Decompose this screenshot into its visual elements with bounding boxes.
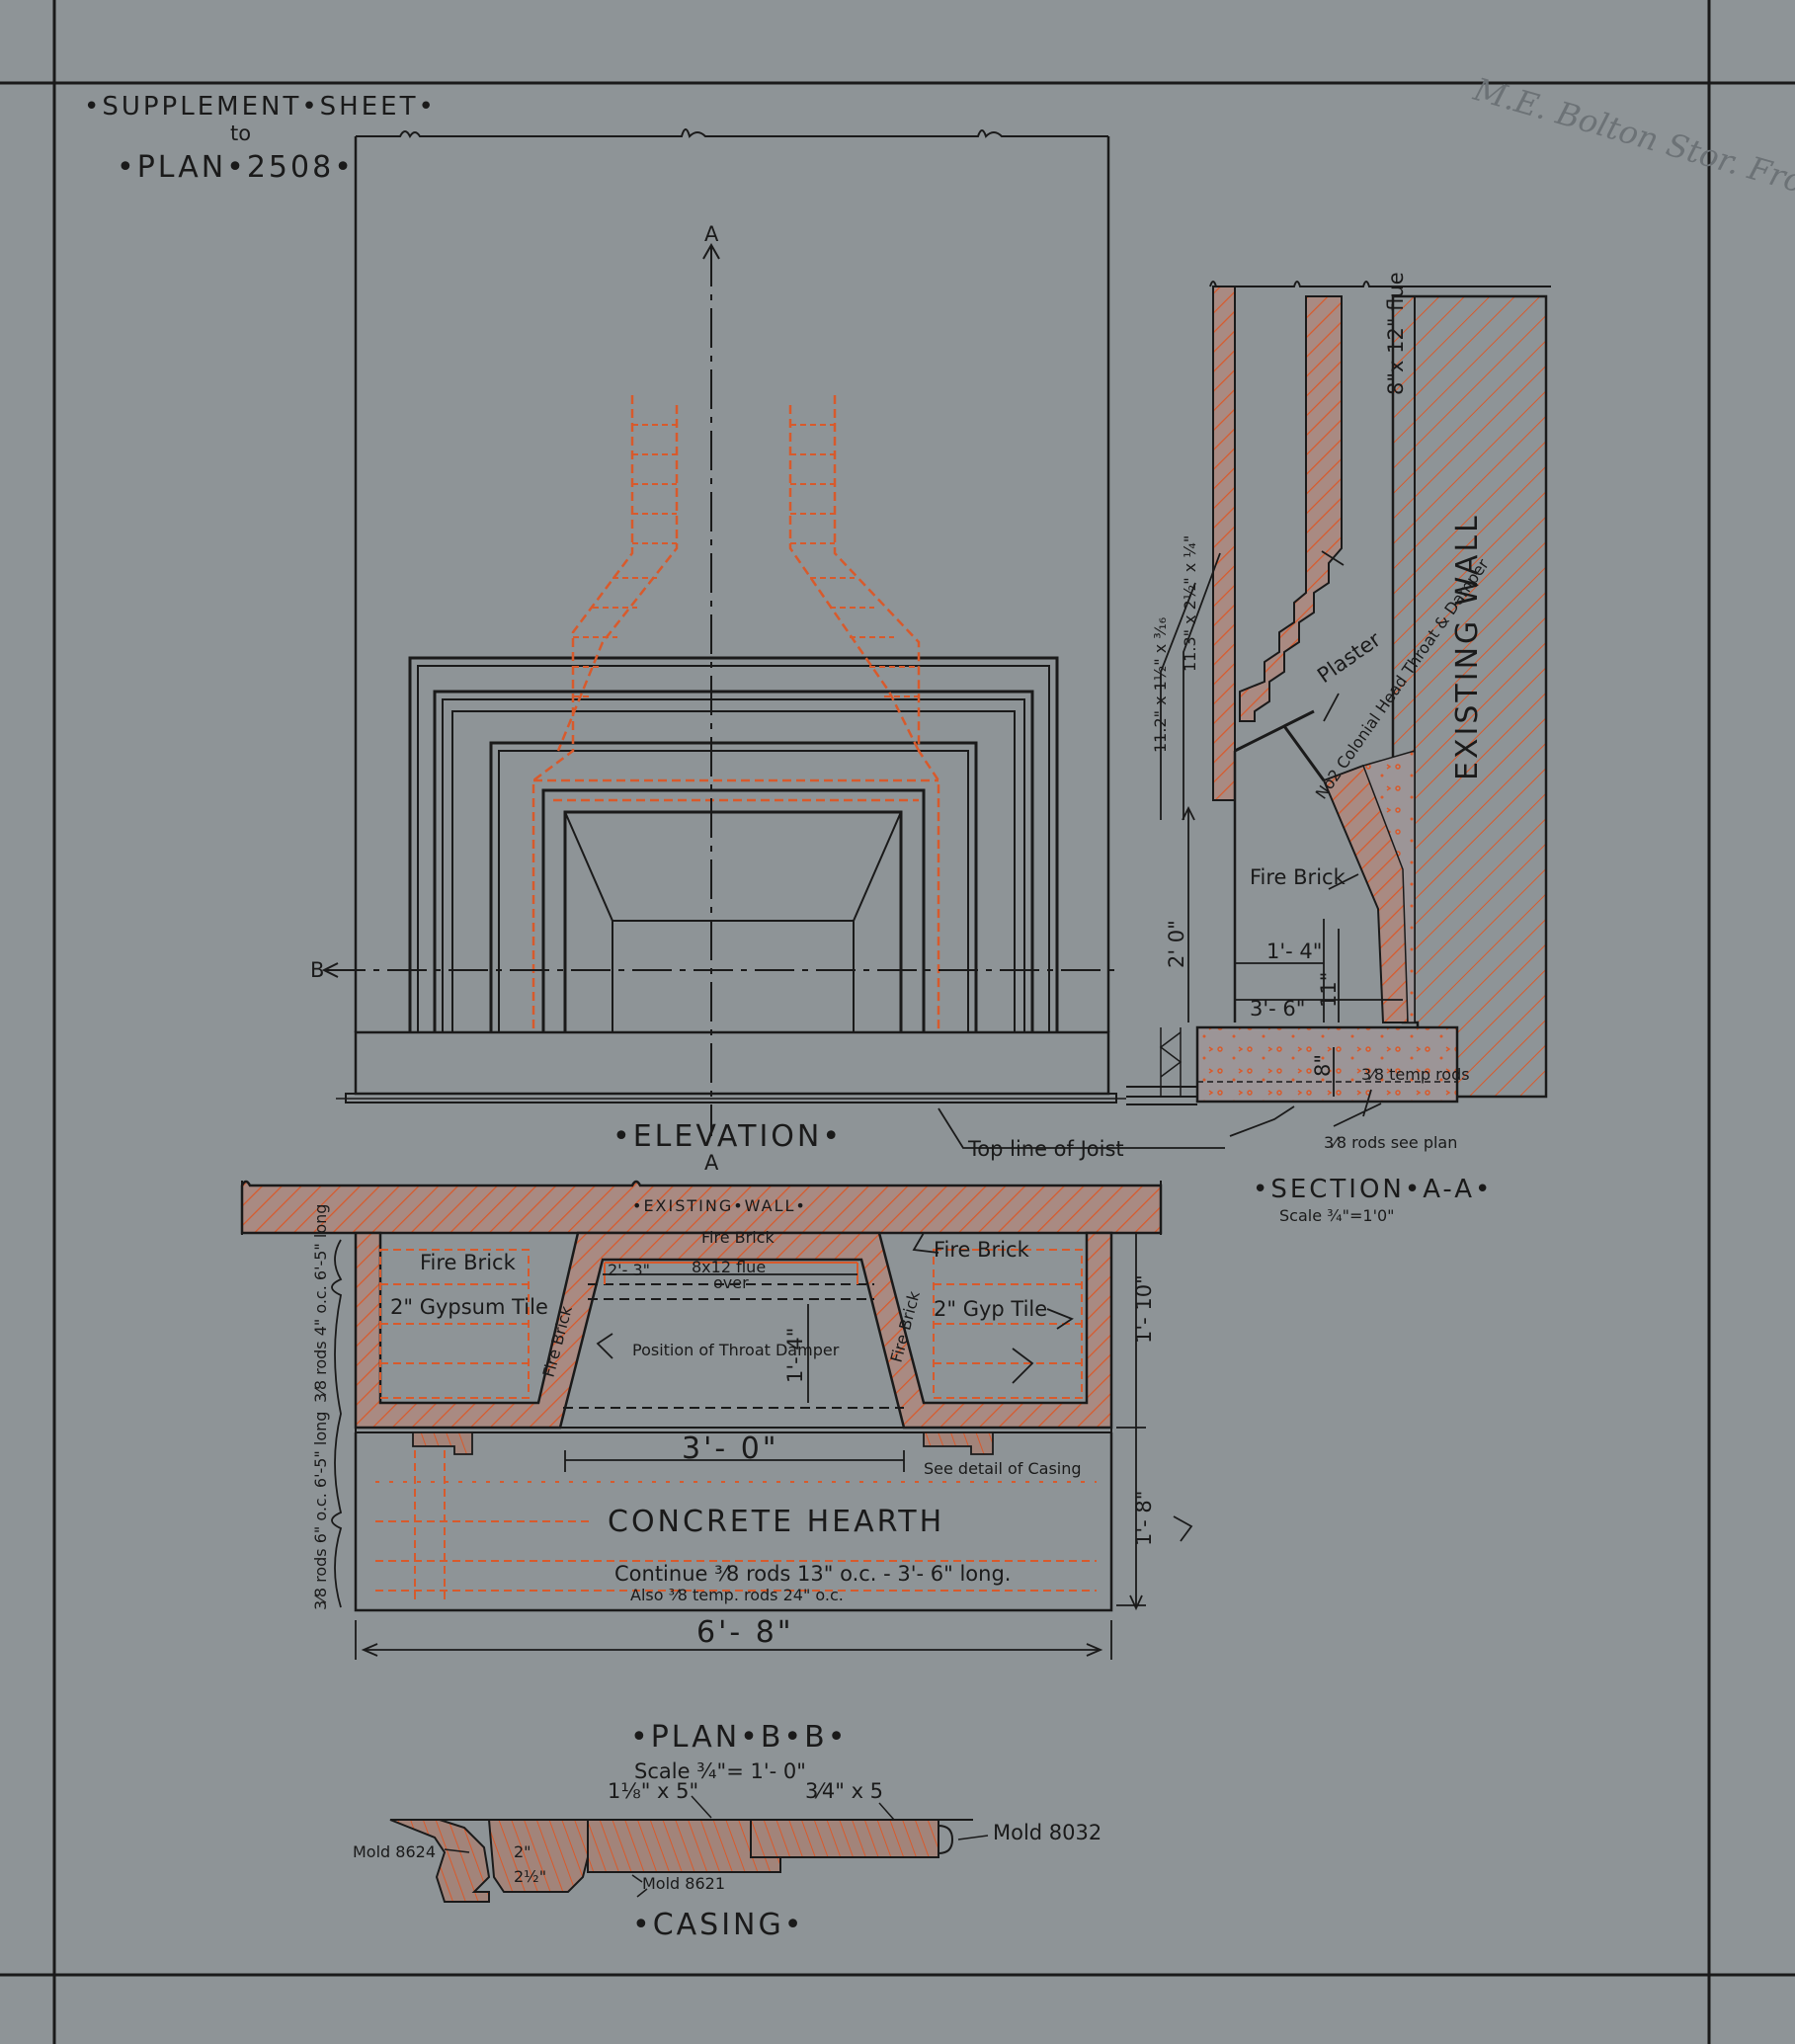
plan-flue: 8x12 flue [692,1258,766,1276]
section-view [1126,281,1551,1137]
plan-gypsum-right: 2" Gyp Tile [934,1297,1047,1321]
plan-dim-6-8: 6'- 8" [696,1615,794,1650]
axis-b-label: B [310,958,324,982]
plan-hearth-label: CONCRETE HEARTH [608,1505,944,1539]
joist-leader [938,1107,1225,1149]
section-existing-wall: EXISTING WALL [1450,513,1485,780]
casing-dim-b: 3⁄4" x 5 [805,1779,883,1803]
plan-view [240,1180,1193,1660]
plan-gypsum-left: 2" Gypsum Tile [390,1295,548,1319]
axis-a-bottom: A [704,1151,719,1175]
casing-dim-2-5: 2½" [514,1867,546,1886]
stack-dim-1: 11.2" x 1½" x ³⁄₁₆ [1151,617,1170,753]
plan-dim-1-8: 1'- 8" [1132,1491,1156,1546]
plan-fire-brick-left: Fire Brick [420,1251,517,1274]
elevation-title: •ELEVATION• [612,1119,843,1154]
elevation-brick-courses [573,424,919,697]
plan-rods-note-1: Continue ³⁄8 rods 13" o.c. - 3'- 6" long… [614,1562,1011,1586]
section-dim-3-6: 3'- 6" [1250,997,1305,1021]
section-dim-8: 8" [1311,1054,1335,1077]
joist-label: Top line of Joist [967,1137,1124,1161]
elevation-view [336,128,1126,1104]
plan-existing-wall: •EXISTING•WALL• [632,1196,807,1215]
casing-mold-b: Mold 8621 [642,1874,725,1893]
plan-rods-left-top: 3⁄8 rods 4" o.c. 6'-5" long [311,1204,330,1403]
section-dim-2-0: 2' 0" [1165,920,1188,968]
plan-title: •PLAN•B•B• [630,1720,848,1755]
plan-dim-3-0: 3'- 0" [682,1431,779,1466]
supplement-label: •SUPPLEMENT•SHEET• [84,92,437,122]
elevation-axes [321,242,1121,1136]
plan-dim-1-10: 1'- 10" [1132,1274,1156,1344]
section-rods-see-plan: 3⁄8 rods see plan [1324,1133,1457,1152]
plan-see-detail: See detail of Casing [924,1459,1082,1478]
section-dim-11: 11" [1317,972,1341,1008]
section-title: •SECTION•A-A• [1253,1175,1493,1204]
section-fire-brick: Fire Brick [1250,865,1346,889]
plan-rods-note-2: Also ³⁄8 temp. rods 24" o.c. [630,1586,844,1604]
casing-dim-a: 1⅛" x 5" [608,1779,698,1803]
casing-mold-a: Mold 8624 [353,1842,436,1861]
axis-a-top: A [704,222,719,246]
casing-title: •CASING• [632,1908,804,1942]
plan-rods-left-bottom: 3⁄8 rods 6" o.c. 6'-5" long [311,1412,330,1610]
plan-dim-2-3: 2'- 3" [608,1261,650,1279]
plan-flue-over: over [713,1273,749,1292]
plan-scale: Scale ¾"= 1'- 0" [634,1759,806,1783]
casing-dim-2: 2" [514,1842,531,1861]
casing-detail [389,1795,989,1903]
plan-fire-brick-top: Fire Brick [701,1228,775,1247]
section-scale: Scale ¾"=1'0" [1279,1206,1395,1225]
section-flue-label: 8"x 12" flue [1384,272,1408,395]
section-temp-rods: 3⁄8 temp rods [1361,1065,1470,1084]
plan-fire-brick-right: Fire Brick [934,1238,1030,1262]
plan-dim-1-4: 1'- 4" [783,1328,807,1383]
casing-mold-c: Mold 8032 [993,1821,1101,1844]
plan-damper-label: Position of Throat Damper [632,1341,840,1359]
to-label: to [230,122,251,145]
plan-number: •PLAN•2508• [117,150,355,185]
stack-dim-2: 11.3" x 2½" x ¼" [1181,535,1199,672]
section-dim-1-4: 1'- 4" [1266,940,1322,963]
